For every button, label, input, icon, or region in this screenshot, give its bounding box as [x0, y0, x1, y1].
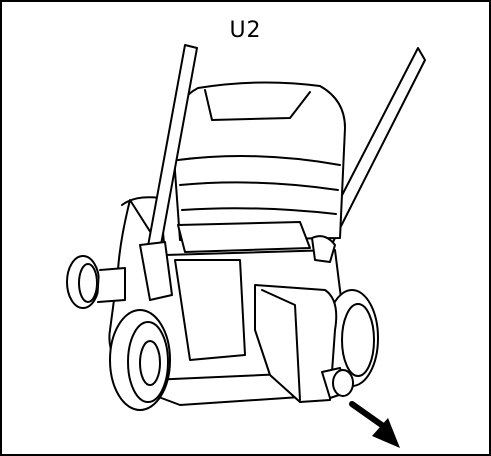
adjust-knob — [332, 369, 354, 397]
front-left-hub-center — [139, 340, 161, 386]
bag-rib-2 — [179, 181, 339, 191]
rear-left-hub — [78, 263, 98, 303]
bag-top-fold — [204, 89, 311, 121]
bag-frame — [177, 221, 311, 253]
bag-rib-1 — [177, 155, 341, 166]
height-adjust-housing — [254, 284, 338, 403]
bag-rib-3 — [181, 207, 337, 215]
front-left-hub — [127, 321, 169, 403]
rear-left-axle — [97, 267, 126, 303]
figure-label: U2 — [229, 18, 262, 43]
deck-rear-panel — [174, 259, 246, 361]
rear-left-wheel — [66, 255, 100, 309]
left-handle-bracket — [139, 241, 173, 301]
arrow-down-right-icon — [349, 401, 400, 448]
right-handle-knob — [311, 235, 336, 263]
housing-edge — [261, 289, 301, 401]
right-wheel-hub — [341, 303, 375, 377]
